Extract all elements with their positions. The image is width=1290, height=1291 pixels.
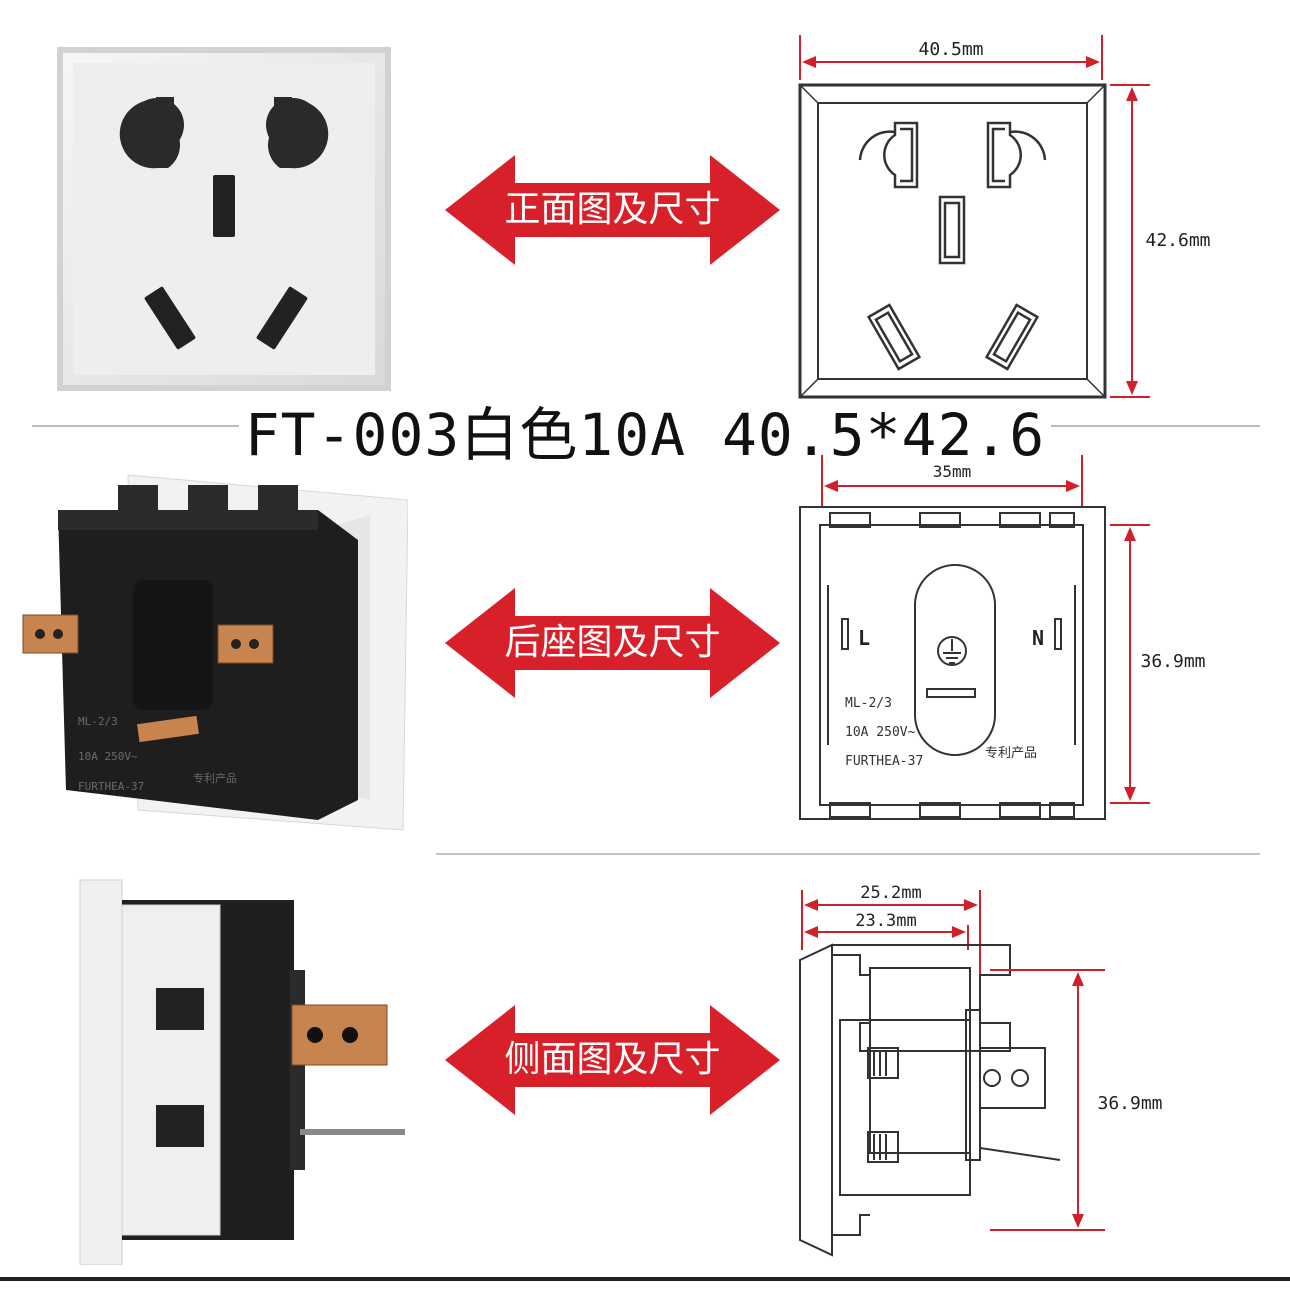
photo-marking-3: FURTHEA-37 xyxy=(78,780,144,793)
bottom-border xyxy=(0,1277,1290,1281)
photo-marking-1: ML-2/3 xyxy=(78,715,118,728)
marking-3: FURTHEA-37 xyxy=(845,754,923,769)
model-title: FT-003白色10A 40.5*42.6 xyxy=(0,400,1290,470)
side-drawing: 25.2mm 23.3mm 36.9mm xyxy=(799,883,1163,1257)
dim-width: 40.5mm xyxy=(918,39,983,60)
front-photo xyxy=(57,47,391,391)
slot-icon xyxy=(119,97,329,350)
double-arrow-3 xyxy=(445,1005,780,1115)
dim-depth-inner: 23.3mm xyxy=(855,911,916,931)
photo-marking-4: 专利产品 xyxy=(193,771,237,785)
photo-marking-2: 10A 250V~ xyxy=(78,750,138,763)
back-photo: ML-2/3 10A 250V~ FURTHEA-37 专利产品 xyxy=(22,474,408,831)
marking-2: 10A 250V~ xyxy=(845,725,916,740)
back-drawing: 35mm L N ML-2/3 10A 250V~ FURTHEA-37 专利产… xyxy=(799,455,1206,820)
marking-1: ML-2/3 xyxy=(845,696,892,711)
front-drawing: 40.5mm 42.6mm xyxy=(798,35,1211,399)
double-arrow-2 xyxy=(445,588,780,698)
back-label: 后座图及尺寸 xyxy=(504,622,721,663)
dim-depth-outer: 25.2mm xyxy=(860,883,921,903)
front-label: 正面图及尺寸 xyxy=(504,189,721,230)
side-photo xyxy=(79,879,405,1265)
patent-mark: 专利产品 xyxy=(985,746,1037,761)
terminal-L: L xyxy=(858,626,870,650)
dim-height: 36.9mm xyxy=(1140,651,1205,672)
terminal-N: N xyxy=(1032,626,1044,650)
dim-height: 42.6mm xyxy=(1145,230,1210,251)
side-label: 侧面图及尺寸 xyxy=(504,1039,721,1080)
dim-height: 36.9mm xyxy=(1097,1093,1162,1114)
separator-line-2 xyxy=(436,853,1260,855)
dim-width: 35mm xyxy=(933,462,972,481)
double-arrow-1 xyxy=(445,155,780,265)
